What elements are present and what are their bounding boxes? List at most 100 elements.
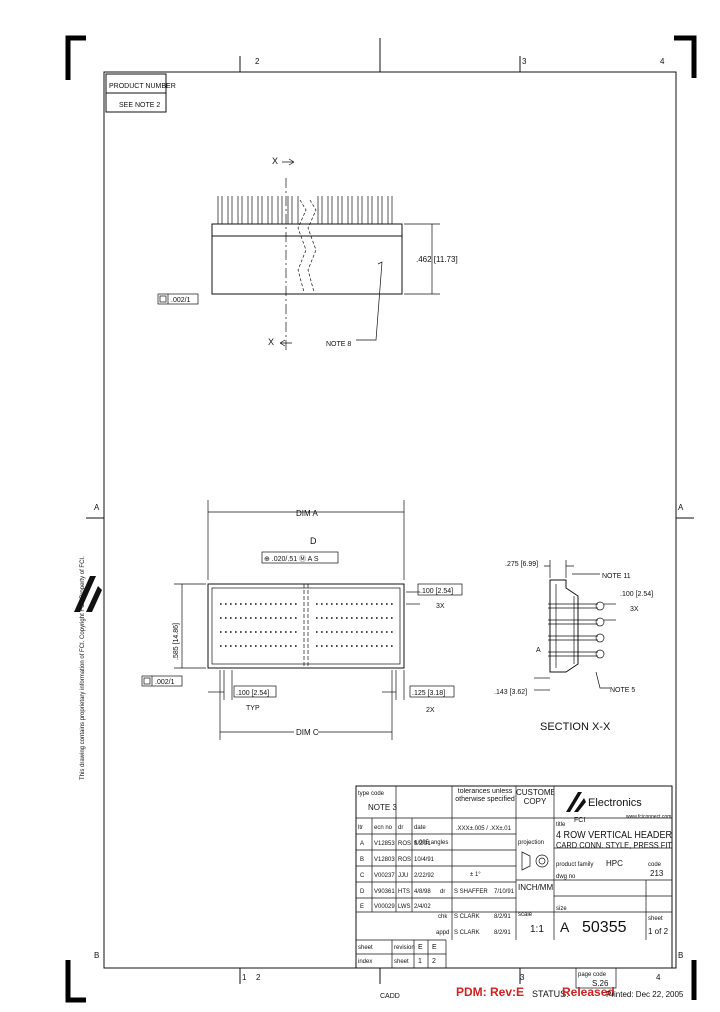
section-pins: [548, 601, 605, 659]
rev-ecn: V12853: [374, 841, 395, 847]
top-pitch-right-qty: 3X: [436, 603, 445, 610]
rev-date: 2/22/92: [414, 873, 435, 879]
zone-right-a: A: [678, 503, 684, 512]
status-value: Released: [562, 985, 615, 999]
rev-ecn: V12803: [374, 857, 395, 863]
zone-bottom-4: 4: [656, 973, 661, 982]
inch-mm: INCH/MM: [518, 883, 553, 892]
company-name: Electronics: [588, 797, 642, 809]
section-dim-bottom: .143 [3.62]: [494, 689, 527, 696]
approved-by: S CLARK: [454, 930, 480, 936]
zone-top-3: 3: [522, 57, 527, 66]
side-notice-text: This drawing contains proprietary inform…: [80, 556, 86, 780]
top-pitch-right: .100 [2.54]: [420, 588, 453, 595]
sign-chk-label: chk: [438, 914, 448, 920]
page-code-value: S.26: [592, 979, 609, 988]
page-code-label: page code: [578, 972, 607, 978]
datum-d: D: [310, 536, 317, 546]
checked-date: 8/2/91: [494, 914, 511, 920]
checked-by: S CLARK: [454, 914, 480, 920]
rev-date: 5/2/91: [414, 841, 431, 847]
tolerances-label: tolerances unless otherwise specified: [455, 788, 515, 803]
top-pitch-typ: TYP: [246, 705, 260, 712]
rev-date: 10/4/91: [414, 857, 435, 863]
section-pitch: .100 [2.54]: [620, 591, 653, 598]
sheet-row-rev: revision: [394, 945, 415, 951]
section-mark-bottom: X: [268, 337, 274, 347]
rev-ltr: A: [360, 841, 364, 847]
side-notice: This drawing contains proprietary inform…: [80, 556, 86, 780]
rev-ltr: B: [360, 857, 364, 863]
type-code-note: NOTE 3: [368, 803, 397, 812]
index-row-2: 2: [432, 958, 436, 965]
zone-right-b: B: [678, 951, 683, 960]
section-note-5: NOTE 5: [610, 687, 635, 694]
code-label: code: [648, 862, 662, 868]
pdm-footer: PDM: Rev:E STATUS: Released Printed: Dec…: [456, 985, 684, 999]
rev-dr: ROS: [398, 841, 411, 847]
top-view: DIM A D ⊕ .020/.51 Ⓜ A S .585 [14.86] .1…: [141, 500, 463, 740]
front-flatness: .002/1: [171, 297, 191, 304]
sheet-row-e2: E: [432, 944, 437, 951]
dim-a-label: DIM A: [296, 509, 318, 518]
rev-ecn: V00029: [374, 904, 395, 910]
front-note-callout: NOTE 8: [326, 341, 351, 348]
sheet-row-label: sheet: [358, 945, 373, 951]
company-url: www.fciconnect.com: [626, 814, 671, 820]
product-family: HPC: [606, 859, 623, 868]
section-dim-top: .275 [6.99]: [505, 561, 538, 568]
rev-header-ecn: ecn no: [374, 825, 393, 831]
top-width-dim: .585 [14.86]: [173, 623, 180, 660]
revision-rows: A V12853 ROS 5/2/91 B V12803 ROS 10/4/91…: [360, 841, 435, 910]
projection-symbol-icon: [521, 851, 549, 871]
zone-left-a: A: [94, 503, 100, 512]
product-number-box: PRODUCT NUMBER SEE NOTE 2: [105, 73, 176, 113]
tol-value-3: ± 1°: [470, 872, 481, 878]
title-line-1: 4 ROW VERTICAL HEADER: [556, 830, 672, 841]
scale-label: scale: [518, 912, 533, 918]
section-pitch-qty: 3X: [630, 606, 639, 613]
position-tolerance: ⊕ .020/.51 Ⓜ A S: [264, 555, 319, 563]
section-datum-a: A: [536, 647, 541, 654]
title-line-2: CARD CONN. STYLE, PRESS FIT: [556, 841, 672, 850]
section-note-11: NOTE 11: [602, 573, 631, 580]
index-row-1: 1: [418, 958, 422, 965]
fci-logo: [74, 576, 102, 612]
drawing-number: 50355: [582, 919, 627, 936]
crop-marks: [65, 35, 697, 1003]
top-flatness: .002/1: [155, 679, 175, 686]
sheet-value: 1 of 2: [648, 927, 669, 936]
dwg-no-label: dwg no: [556, 874, 576, 880]
printed-date: Printed: Dec 22, 2005: [606, 990, 684, 999]
rev-ltr: D: [360, 889, 365, 895]
rev-header-dr: dr: [398, 825, 403, 831]
title-label: title: [556, 822, 566, 828]
scale-value: 1:1: [530, 924, 544, 935]
product-number-note: SEE NOTE 2: [119, 102, 160, 109]
rev-dr: HTS: [398, 889, 410, 895]
front-view: X X .462 [11.73] .002/1 NOTE 8: [157, 156, 458, 350]
company-sub: FCI: [574, 817, 585, 824]
size-label: size: [556, 906, 567, 912]
sign-dr-label: dr: [440, 889, 445, 895]
zone-top-4: 4: [660, 57, 665, 66]
section-label: SECTION X-X: [540, 721, 611, 733]
rev-header-ltr: ltr: [358, 825, 363, 831]
rev-date: 2/4/02: [414, 904, 431, 910]
index-row-sheet: sheet: [394, 959, 409, 965]
title-block: type code NOTE 3 tolerances unless other…: [355, 785, 673, 1000]
index-row-label: index: [358, 959, 372, 965]
rev-header-date: date: [414, 825, 426, 831]
rev-dr: ROS: [398, 857, 411, 863]
rev-ecn: V00237: [374, 873, 395, 879]
tol-value-1: .XXX±.005 / .XX±.01: [456, 826, 512, 832]
dim-c-label: DIM C: [296, 728, 319, 737]
zone-bottom-1: 1: [242, 973, 247, 982]
sheet-row-e1: E: [418, 944, 423, 951]
approved-date: 8/2/91: [494, 930, 511, 936]
drawn-by: S SHAFFER: [454, 889, 488, 895]
top-offset-qty: 2X: [426, 707, 435, 714]
zone-left-b: B: [94, 951, 99, 960]
customer-copy: CUSTOMER COPY: [516, 788, 554, 806]
sheet-label: sheet: [648, 916, 663, 922]
